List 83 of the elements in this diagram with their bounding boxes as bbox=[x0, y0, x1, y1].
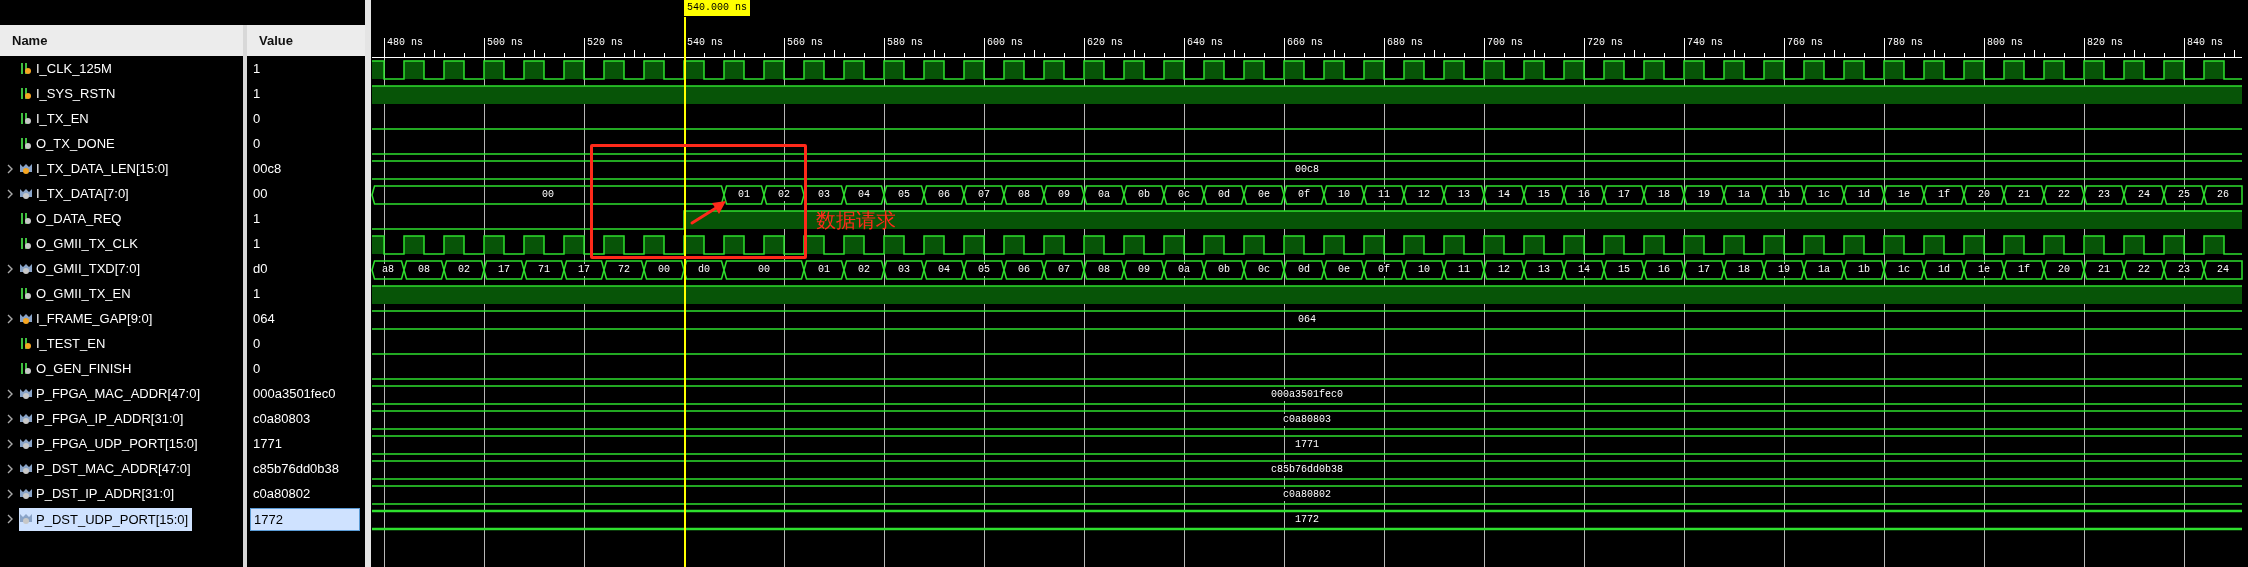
time-label: 540 ns bbox=[687, 36, 723, 50]
signal-name: O_GMII_TXD[7:0] bbox=[36, 260, 141, 278]
bus-value: 05 bbox=[977, 264, 991, 276]
signal-name: O_TX_DONE bbox=[36, 135, 115, 153]
signal-value: 0 bbox=[253, 335, 261, 353]
bus-value: 20 bbox=[1977, 189, 1991, 201]
bus-value: 1e bbox=[1977, 264, 1991, 276]
bus-value: 17 bbox=[577, 264, 591, 276]
annotation-text: 数据请求 bbox=[816, 207, 896, 233]
time-label: 620 ns bbox=[1087, 36, 1123, 50]
signal-value: 1772 bbox=[250, 508, 360, 531]
signal-value: c85b76dd0b38 bbox=[253, 460, 340, 478]
time-label: 600 ns bbox=[987, 36, 1023, 50]
signal-name: P_DST_IP_ADDR[31:0] bbox=[36, 485, 174, 503]
bus-value: 23 bbox=[2177, 264, 2191, 276]
time-label: 720 ns bbox=[1587, 36, 1623, 50]
time-label: 740 ns bbox=[1687, 36, 1723, 50]
signal-value: 1771 bbox=[253, 435, 282, 453]
signal-name: I_TX_EN bbox=[36, 110, 89, 128]
cursor-label: 540.000 ns bbox=[684, 0, 750, 16]
time-label: 840 ns bbox=[2187, 36, 2223, 50]
time-label: 520 ns bbox=[587, 36, 623, 50]
signal-value: 1 bbox=[253, 60, 261, 78]
bus-value: a8 bbox=[381, 264, 395, 276]
bus-value: 25 bbox=[2177, 189, 2191, 201]
signal-name: O_GMII_TX_EN bbox=[36, 285, 131, 303]
bus-value: c0a80803 bbox=[1282, 414, 1332, 426]
bus-value: 02 bbox=[777, 189, 791, 201]
bus-value: 1b bbox=[1777, 189, 1791, 201]
time-label: 760 ns bbox=[1787, 36, 1823, 50]
bus-value: c85b76dd0b38 bbox=[1270, 464, 1344, 476]
signal-name: O_DATA_REQ bbox=[36, 210, 122, 228]
signal-value: 1 bbox=[253, 210, 261, 228]
signal-name: I_TX_DATA_LEN[15:0] bbox=[36, 160, 169, 178]
signal-value: 1 bbox=[253, 235, 261, 253]
bus-value: 0c bbox=[1177, 189, 1191, 201]
time-label: 800 ns bbox=[1987, 36, 2023, 50]
signal-value: 00c8 bbox=[253, 160, 282, 178]
signal-name: I_FRAME_GAP[9:0] bbox=[36, 310, 153, 328]
time-label: 640 ns bbox=[1187, 36, 1223, 50]
signal-value: c0a80803 bbox=[253, 410, 311, 428]
signal-value: 064 bbox=[253, 310, 275, 328]
signal-name: O_GEN_FINISH bbox=[36, 360, 132, 378]
bus-value: 16 bbox=[1577, 189, 1591, 201]
signal-name: I_CLK_125M bbox=[36, 60, 112, 78]
time-label: 700 ns bbox=[1487, 36, 1523, 50]
time-label: 480 ns bbox=[387, 36, 423, 50]
signal-name: I_TEST_EN bbox=[36, 335, 106, 353]
time-label: 680 ns bbox=[1387, 36, 1423, 50]
signal-value: 0 bbox=[253, 360, 261, 378]
time-label: 560 ns bbox=[787, 36, 823, 50]
signal-value: d0 bbox=[253, 260, 268, 278]
signal-value: 0 bbox=[253, 110, 261, 128]
column-header: Value bbox=[247, 25, 365, 56]
bus-value: 000a3501fec0 bbox=[1270, 389, 1344, 401]
time-label: 820 ns bbox=[2087, 36, 2123, 50]
signal-value: 1 bbox=[253, 285, 261, 303]
bus-value: 11 bbox=[1377, 189, 1391, 201]
signal-name: P_FPGA_IP_ADDR[31:0] bbox=[36, 410, 184, 428]
bus-value: 0a bbox=[1177, 264, 1191, 276]
bus-value: 14 bbox=[1577, 264, 1591, 276]
signal-value: c0a80802 bbox=[253, 485, 311, 503]
time-label: 780 ns bbox=[1887, 36, 1923, 50]
signal-name: I_SYS_RSTN bbox=[36, 85, 116, 103]
column-header: Name bbox=[0, 25, 243, 56]
highlight-box bbox=[590, 144, 807, 259]
signal-name: P_DST_UDP_PORT[15:0] bbox=[19, 508, 193, 531]
time-label: 500 ns bbox=[487, 36, 523, 50]
signal-name: P_DST_MAC_ADDR[47:0] bbox=[36, 460, 191, 478]
bus-value: 19 bbox=[1777, 264, 1791, 276]
signal-name: P_FPGA_MAC_ADDR[47:0] bbox=[36, 385, 200, 403]
signal-name: I_TX_DATA[7:0] bbox=[36, 185, 129, 203]
bus-value: 07 bbox=[977, 189, 991, 201]
signal-name: P_FPGA_UDP_PORT[15:0] bbox=[36, 435, 198, 453]
signal-value: 1 bbox=[253, 85, 261, 103]
bus-value: c0a80802 bbox=[1282, 489, 1332, 501]
time-label: 660 ns bbox=[1287, 36, 1323, 50]
signal-name: O_GMII_TX_CLK bbox=[36, 235, 138, 253]
time-label: 580 ns bbox=[887, 36, 923, 50]
signal-value: 0 bbox=[253, 135, 261, 153]
bus-value: 0f bbox=[1377, 264, 1391, 276]
signal-value: 000a3501fec0 bbox=[253, 385, 336, 403]
signal-value: 00 bbox=[253, 185, 268, 203]
